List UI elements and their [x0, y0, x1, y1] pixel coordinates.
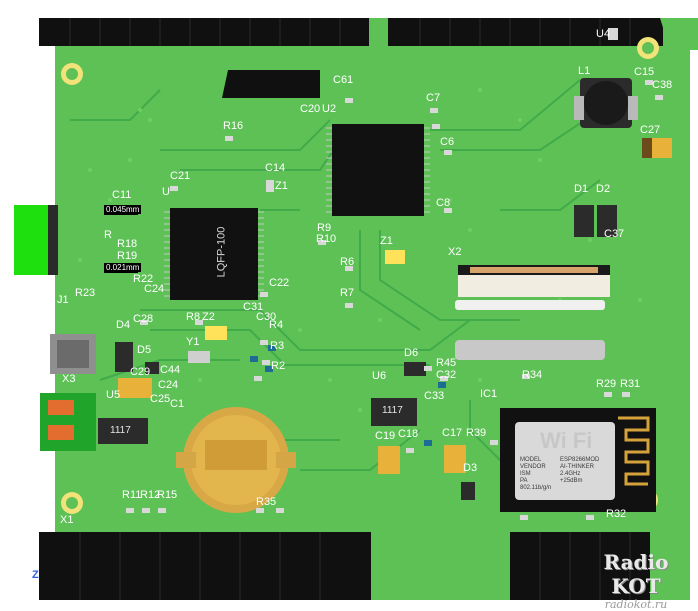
designator-label: R35	[256, 496, 277, 508]
designator-label: C19	[375, 430, 396, 442]
designator-label: X1	[60, 514, 74, 526]
designator-label: R19	[117, 250, 138, 262]
header-bottom-left	[39, 532, 371, 600]
designator-label: C20	[300, 103, 321, 115]
designator-label: IC1	[480, 388, 498, 400]
designator-label: R29	[596, 378, 617, 390]
designator-label: R18	[117, 238, 138, 250]
designator-label: D4	[116, 319, 131, 331]
designator-label: C6	[440, 136, 455, 148]
diode-d2	[597, 205, 617, 237]
designator-label: Z2	[202, 311, 215, 323]
designator-label: C18	[398, 428, 419, 440]
designator-label: C14	[265, 162, 286, 174]
dimension-label: 0.045mm	[104, 205, 142, 214]
mcu-chip-u2	[332, 124, 424, 216]
regulator-u6-marking: 1117	[382, 405, 403, 416]
designator-label: C7	[426, 92, 441, 104]
designator-label: R12	[140, 489, 161, 501]
designator-label: C37	[604, 228, 625, 240]
designator-label: C11	[112, 189, 132, 201]
designator-label: Z1	[275, 180, 288, 192]
designator-label: R2	[271, 360, 286, 372]
designator-label: C30	[256, 311, 277, 323]
chip-marking-lqfp: LQFP-100	[215, 226, 228, 278]
mcu-chip-u1	[170, 208, 258, 300]
designator-label: C33	[424, 390, 445, 402]
header-top-left	[39, 18, 369, 46]
designator-label: R6	[340, 256, 355, 268]
designator-label: R31	[620, 378, 641, 390]
designator-label: U	[162, 186, 170, 198]
designator-label: J1	[57, 294, 69, 306]
designator-label: R7	[340, 287, 355, 299]
designator-label: R	[104, 229, 112, 241]
designator-label: U2	[322, 103, 337, 115]
designator-label: U6	[372, 370, 387, 382]
designator-label: C29	[130, 366, 151, 378]
designator-label: C28	[133, 313, 154, 325]
connector-top	[222, 70, 320, 98]
designator-label: C24	[158, 379, 179, 391]
regulator-u5	[98, 418, 148, 444]
dimension-label: 0.021mm	[104, 263, 142, 272]
designator-label: C44	[160, 364, 181, 376]
designator-label: C24	[144, 283, 165, 295]
designator-label: C8	[436, 197, 451, 209]
designator-label: D6	[404, 347, 419, 359]
designator-label: U4	[596, 28, 611, 40]
designator-label: Y1	[186, 336, 200, 348]
designator-label: C21	[170, 170, 191, 182]
regulator-u5-marking: 1117	[110, 425, 131, 436]
designator-label: R23	[75, 287, 96, 299]
regulator-u6	[371, 398, 417, 426]
designator-label: R3	[270, 340, 285, 352]
designator-label: R45	[436, 357, 457, 369]
designator-label: C17	[442, 427, 463, 439]
header-top-right	[388, 18, 663, 46]
slot	[455, 340, 605, 360]
watermark: Radio KOT radiokot.ru	[603, 550, 669, 611]
designator-label: R8	[186, 311, 201, 323]
designator-label: R32	[606, 508, 627, 520]
header-bottom-right	[510, 532, 650, 600]
designator-label: D3	[463, 462, 478, 474]
designator-label: X3	[62, 373, 76, 385]
designator-label: C61	[333, 74, 354, 86]
designator-label: D1	[574, 183, 589, 195]
designator-label: C1	[170, 398, 185, 410]
designator-label: U5	[106, 389, 121, 401]
designator-label: R9	[317, 222, 332, 234]
designator-label: C38	[652, 79, 673, 91]
axis-z-label: Z	[32, 569, 39, 581]
designator-label: R11	[122, 489, 142, 501]
designator-label: C22	[269, 277, 290, 289]
designator-label: C32	[436, 369, 457, 381]
designator-label: L1	[578, 65, 591, 77]
designator-label: Z1	[380, 235, 393, 247]
designator-label: D5	[137, 344, 152, 356]
designator-label: C15	[634, 66, 655, 78]
designator-label: R39	[466, 427, 487, 439]
wifi-logo: Wi Fi	[540, 428, 593, 453]
designator-label: C31	[243, 301, 264, 313]
diode-d1	[574, 205, 594, 237]
designator-label: R4	[269, 319, 284, 331]
designator-label: R16	[223, 120, 244, 132]
designator-label: R15	[157, 489, 178, 501]
designator-label: C25	[150, 393, 171, 405]
designator-label: R34	[522, 369, 543, 381]
designator-label: C27	[640, 124, 661, 136]
designator-label: D2	[596, 183, 611, 195]
designator-label: X2	[448, 246, 462, 258]
designator-label: R10	[316, 233, 337, 245]
designator-label: R22	[133, 273, 154, 285]
